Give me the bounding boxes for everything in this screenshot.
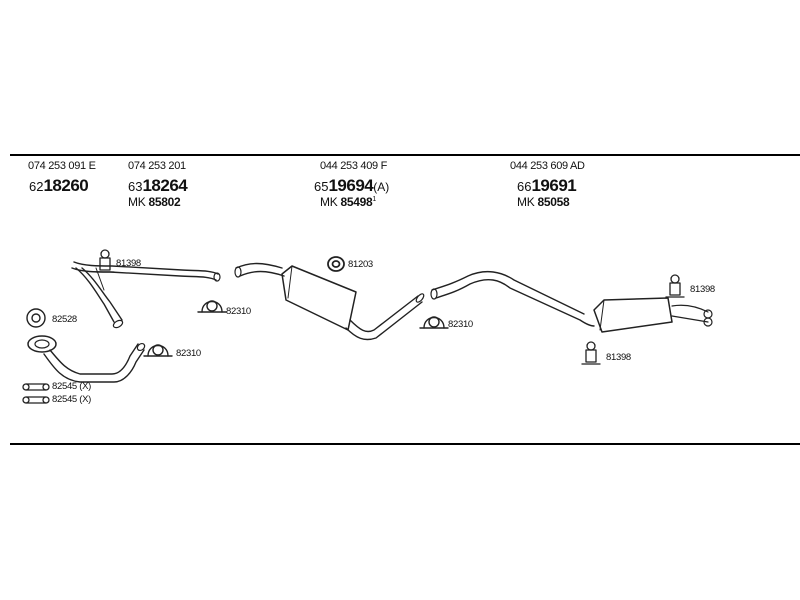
oem-number-4: 044 253 609 AD <box>510 160 585 172</box>
hanger-label-rear-bottom: 81398 <box>606 352 631 363</box>
mk-number-4: 85058 <box>537 195 570 209</box>
part-number-1: 6218260 <box>29 176 89 195</box>
mk-label-3: MK <box>320 195 338 209</box>
top-rule <box>10 154 800 156</box>
clamp-label-front: 82310 <box>226 306 251 317</box>
mk-code-3: MK 854981 <box>320 195 376 209</box>
mk-label-4: MK <box>517 195 535 209</box>
part-number-2: 6318264 <box>128 176 188 195</box>
ring-icon <box>327 256 345 272</box>
bolt-label-2: 82545 (X) <box>52 394 92 405</box>
part-number-3: 6519694(A) <box>314 177 389 195</box>
part-number-main-2: 18264 <box>142 176 188 195</box>
oem-number-1: 074 253 091 E <box>28 160 96 172</box>
hanger-icon <box>665 274 685 298</box>
clamp-label-lower: 82310 <box>176 348 201 359</box>
bolt-label-1: 82545 (X) <box>52 381 92 392</box>
part-number-main-4: 19691 <box>531 176 577 195</box>
part-number-suffix-3: (A) <box>373 180 390 194</box>
oem-number-2: 074 253 201 <box>128 160 186 172</box>
mk-sup-3: 1 <box>372 196 376 203</box>
mk-code-4: MK 85058 <box>517 195 570 209</box>
part-number-prefix-1: 62 <box>29 179 44 194</box>
hanger-icon <box>95 249 115 273</box>
clamp-label-rear: 82310 <box>448 319 473 330</box>
mk-number-2: 85802 <box>148 195 181 209</box>
ring-label: 81203 <box>348 259 373 270</box>
part-number-prefix-3: 65 <box>314 179 329 194</box>
part-number-main-3: 19694 <box>328 176 374 195</box>
hanger-icon <box>581 341 601 365</box>
bolt-icon <box>22 383 50 391</box>
part-number-prefix-2: 63 <box>128 179 143 194</box>
oem-number-3: 044 253 409 F <box>320 160 388 172</box>
downpipe-drawing <box>27 335 146 383</box>
bolt-icon <box>22 396 50 404</box>
part-number-4: 6619691 <box>517 176 577 195</box>
clamp-icon <box>143 344 173 357</box>
clamp-icon <box>419 316 449 329</box>
middle-silencer-drawing <box>234 262 425 341</box>
part-number-prefix-4: 66 <box>517 179 532 194</box>
clamp-icon <box>197 300 227 313</box>
mk-number-3: 85498 <box>340 195 373 209</box>
mk-code-2: MK 85802 <box>128 195 181 209</box>
mk-label-2: MK <box>128 195 146 209</box>
bottom-rule <box>10 443 800 445</box>
rear-silencer-drawing <box>430 270 713 333</box>
gasket-label: 82528 <box>52 314 77 325</box>
gasket-icon <box>26 308 46 328</box>
front-pipe-drawing <box>71 261 221 329</box>
hanger-label-rear-top: 81398 <box>690 284 715 295</box>
part-number-main-1: 18260 <box>43 176 89 195</box>
hanger-label-front: 81398 <box>116 258 141 269</box>
